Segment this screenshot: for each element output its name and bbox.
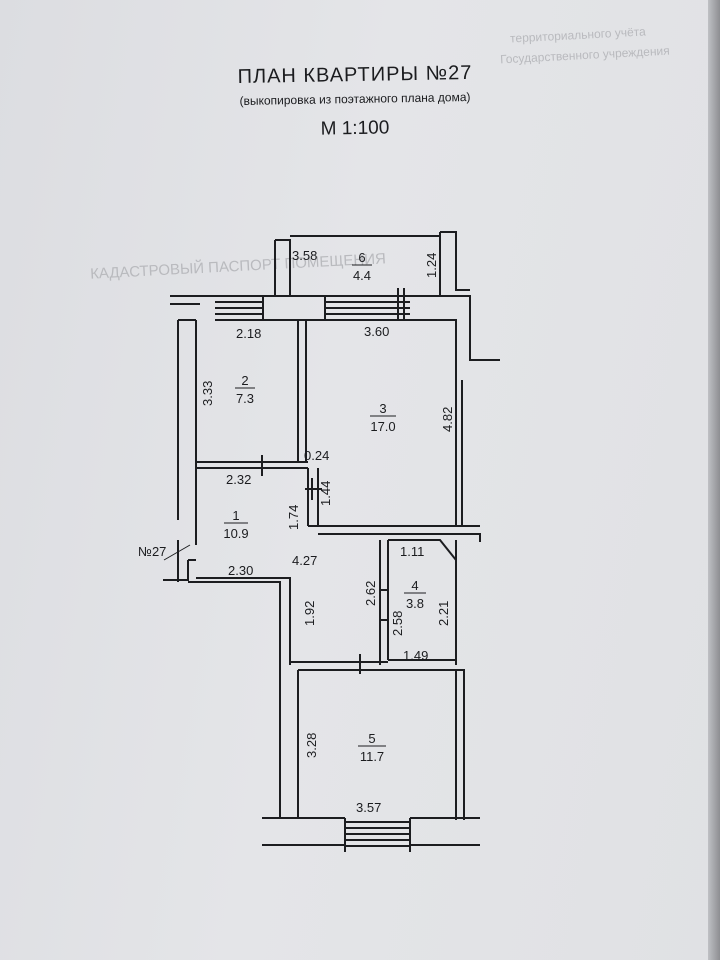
paper-edge-shadow (708, 0, 720, 960)
room3-right-wall (455, 380, 463, 526)
partition-room2-room3 (297, 320, 307, 462)
window-room3 (325, 295, 410, 321)
partition-room3-bottom (307, 468, 481, 542)
walls (163, 231, 500, 852)
door-room4 (380, 589, 388, 621)
dim-balcony-width: 3.58 (292, 248, 317, 263)
dim-room4-top: 1.11 (400, 544, 424, 559)
room1-area: 10.9 (223, 526, 248, 541)
left-wall (163, 319, 197, 582)
top-wall-middle (262, 295, 326, 321)
room2-number: 2 (241, 373, 248, 388)
dim-hall-height-a: 1.74 (286, 505, 301, 530)
dim-room5-width: 3.57 (356, 800, 381, 815)
dimension-labels: 3.58 1.24 2.18 3.33 3.60 4.82 0.24 2.32 … (138, 248, 455, 815)
room5-walls (290, 661, 465, 820)
room3-area: 17.0 (370, 419, 395, 434)
window-room2 (215, 295, 263, 321)
dim-room3-length: 4.82 (440, 407, 455, 432)
room1-number: 1 (232, 508, 239, 523)
partition-room2-hall (196, 461, 308, 469)
dim-corridor-height: 1.92 (302, 601, 317, 626)
dim-corridor-side: 2.62 (363, 581, 378, 606)
apartment-marker: №27 (138, 544, 166, 559)
room2-area: 7.3 (236, 391, 254, 406)
room4-area: 3.8 (406, 596, 424, 611)
dim-entry-width: 2.30 (228, 563, 253, 578)
dim-corridor-length: 4.27 (292, 553, 317, 568)
dim-room5-length: 3.28 (304, 733, 319, 758)
marker-leader (163, 544, 191, 561)
dim-hall-height-b: 1.44 (318, 481, 333, 506)
door-room3 (305, 478, 322, 500)
room6-number: 6 (358, 250, 365, 265)
dim-room4-right: 2.21 (436, 601, 451, 626)
top-wall-right (410, 295, 500, 380)
room3-number: 3 (379, 401, 386, 416)
dim-room2-length: 3.33 (200, 381, 215, 406)
room6-area: 4.4 (353, 268, 371, 283)
top-wall-left (170, 295, 215, 305)
dim-room2-width: 2.18 (236, 326, 261, 341)
window-room5 (345, 821, 410, 847)
dim-balcony-depth: 1.24 (424, 253, 439, 278)
balcony-walls (274, 231, 470, 296)
dim-room4-left: 2.58 (390, 611, 405, 636)
room-labels: 6 4.4 2 7.3 3 17.0 1 10.9 4 3.8 5 11.7 (223, 250, 426, 764)
bottom-wall (262, 817, 480, 852)
room4-walls (379, 539, 457, 665)
room5-area: 11.7 (360, 749, 384, 764)
dim-room3-width: 3.60 (364, 324, 389, 339)
room5-number: 5 (368, 731, 375, 746)
balcony-door (397, 288, 405, 320)
dim-hall-width: 2.32 (226, 472, 251, 487)
room4-number: 4 (411, 578, 418, 593)
dim-partition: 0.24 (304, 448, 329, 463)
dim-room4-bottom: 1.49 (403, 648, 428, 663)
corridor-left-wall (188, 577, 291, 818)
